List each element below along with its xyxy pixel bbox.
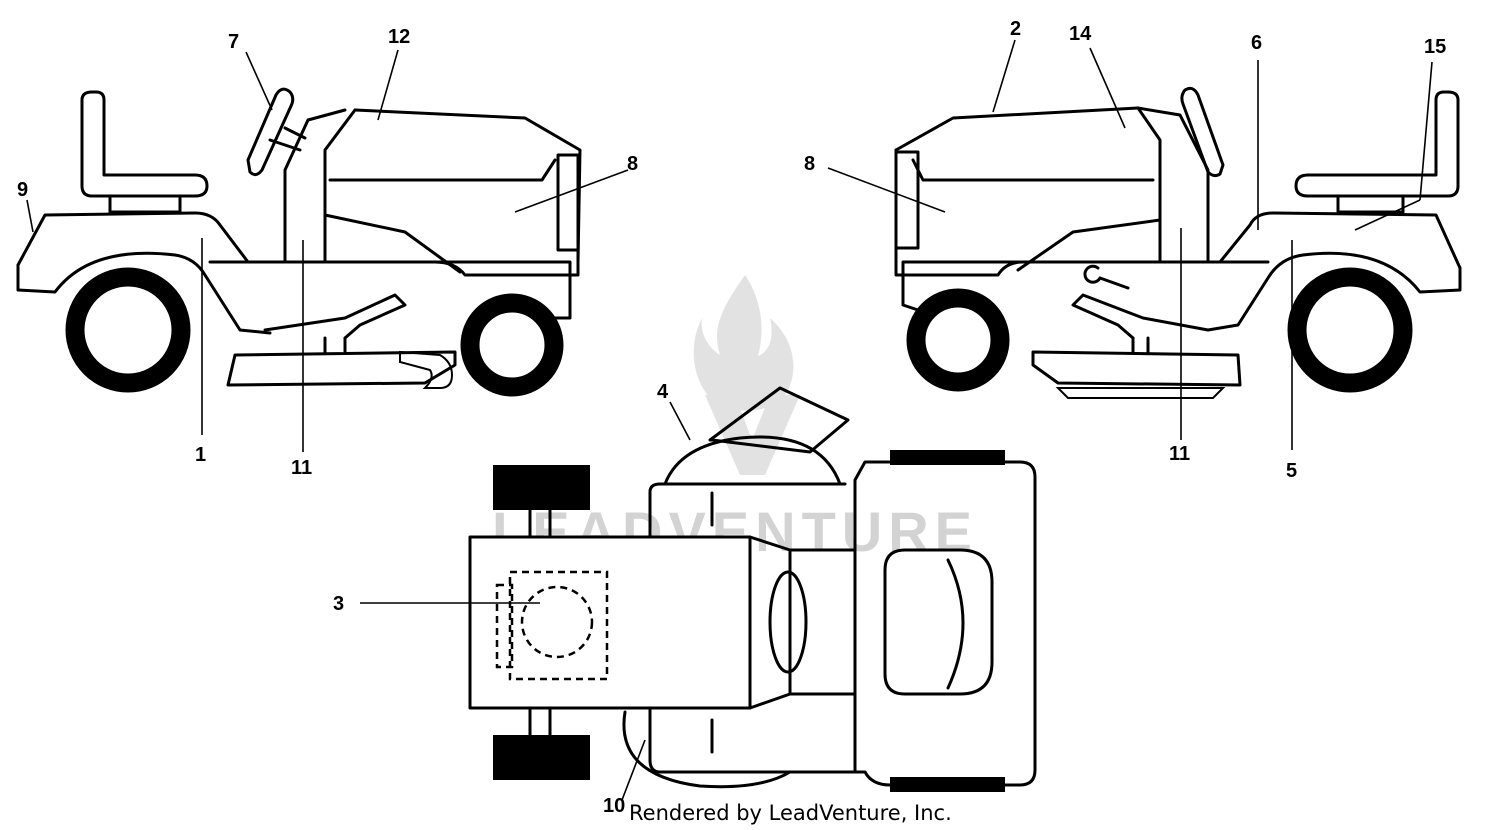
rendered-by-credit: Rendered by LeadVenture, Inc. xyxy=(629,801,952,825)
dash-console xyxy=(1136,106,1210,264)
seat-back xyxy=(1294,90,1460,198)
steering-wheel xyxy=(246,87,295,177)
callout-14: 14 xyxy=(1069,23,1092,45)
dash-console xyxy=(283,108,357,264)
deck-skirt xyxy=(1055,387,1226,399)
callout-2: 2 xyxy=(1010,18,1021,40)
fender-lower xyxy=(1206,251,1462,332)
grille xyxy=(556,153,580,252)
deck-arc-top xyxy=(663,435,842,486)
rear-body xyxy=(468,535,752,710)
callout-10: 10 xyxy=(603,795,625,817)
steering-oval xyxy=(768,570,808,674)
front-tire xyxy=(906,288,1010,392)
callout-5: 5 xyxy=(1286,460,1297,482)
fender-lower xyxy=(16,251,272,335)
rear-fender xyxy=(16,208,580,277)
callout-3: 3 xyxy=(333,593,344,615)
seat-post xyxy=(1336,194,1405,214)
headlight-outer xyxy=(883,548,994,696)
discharge-chute-top xyxy=(708,386,850,454)
callout-15: 15 xyxy=(1424,36,1446,58)
deck-arc-bottom xyxy=(622,710,792,789)
callout-8-left: 8 xyxy=(627,153,638,175)
steering-tunnel xyxy=(748,535,857,710)
hood xyxy=(323,108,582,274)
steering-wheel xyxy=(1180,86,1225,178)
callout-11-right: 11 xyxy=(1169,443,1190,465)
frame xyxy=(901,260,1270,312)
foot-pedal xyxy=(263,293,407,340)
deck-top xyxy=(648,482,867,774)
mower-deck xyxy=(226,336,457,387)
leader-lines xyxy=(26,39,1433,801)
right-side-view xyxy=(894,86,1462,399)
rear-wheel-top xyxy=(493,465,590,510)
hood xyxy=(894,106,1162,272)
callout-labels: 1 2 3 4 5 6 7 8 8 9 10 11 11 12 14 15 xyxy=(17,18,1446,817)
watermark-v-icon xyxy=(705,395,800,475)
callout-4: 4 xyxy=(657,381,669,403)
callout-11-left: 11 xyxy=(291,457,312,479)
callout-7: 7 xyxy=(228,31,239,53)
seat-center-dashed xyxy=(520,585,594,659)
rear-wheel-bottom xyxy=(493,735,590,780)
mower-deck xyxy=(1031,336,1242,387)
discharge-chute xyxy=(399,350,454,389)
foot-pedal xyxy=(1071,293,1210,340)
rear-tire xyxy=(65,267,191,393)
callout-9: 9 xyxy=(17,179,28,201)
callout-6: 6 xyxy=(1251,32,1262,54)
grille xyxy=(894,150,920,250)
seat-post xyxy=(108,194,182,214)
lift-lever xyxy=(1083,264,1130,290)
rear-tire xyxy=(1287,267,1413,393)
left-side-view xyxy=(16,87,582,397)
front-tire xyxy=(460,293,564,397)
callout-12: 12 xyxy=(388,26,410,48)
rear-axle xyxy=(528,508,552,737)
headlight-inner xyxy=(946,558,965,690)
watermark-flame-icon xyxy=(693,275,794,411)
hood-top xyxy=(853,460,1037,787)
callout-1: 1 xyxy=(195,444,206,466)
top-view xyxy=(468,386,1037,792)
seat-back xyxy=(80,90,209,198)
seat-outline-dashed xyxy=(508,570,609,681)
callout-8-right: 8 xyxy=(804,153,815,175)
